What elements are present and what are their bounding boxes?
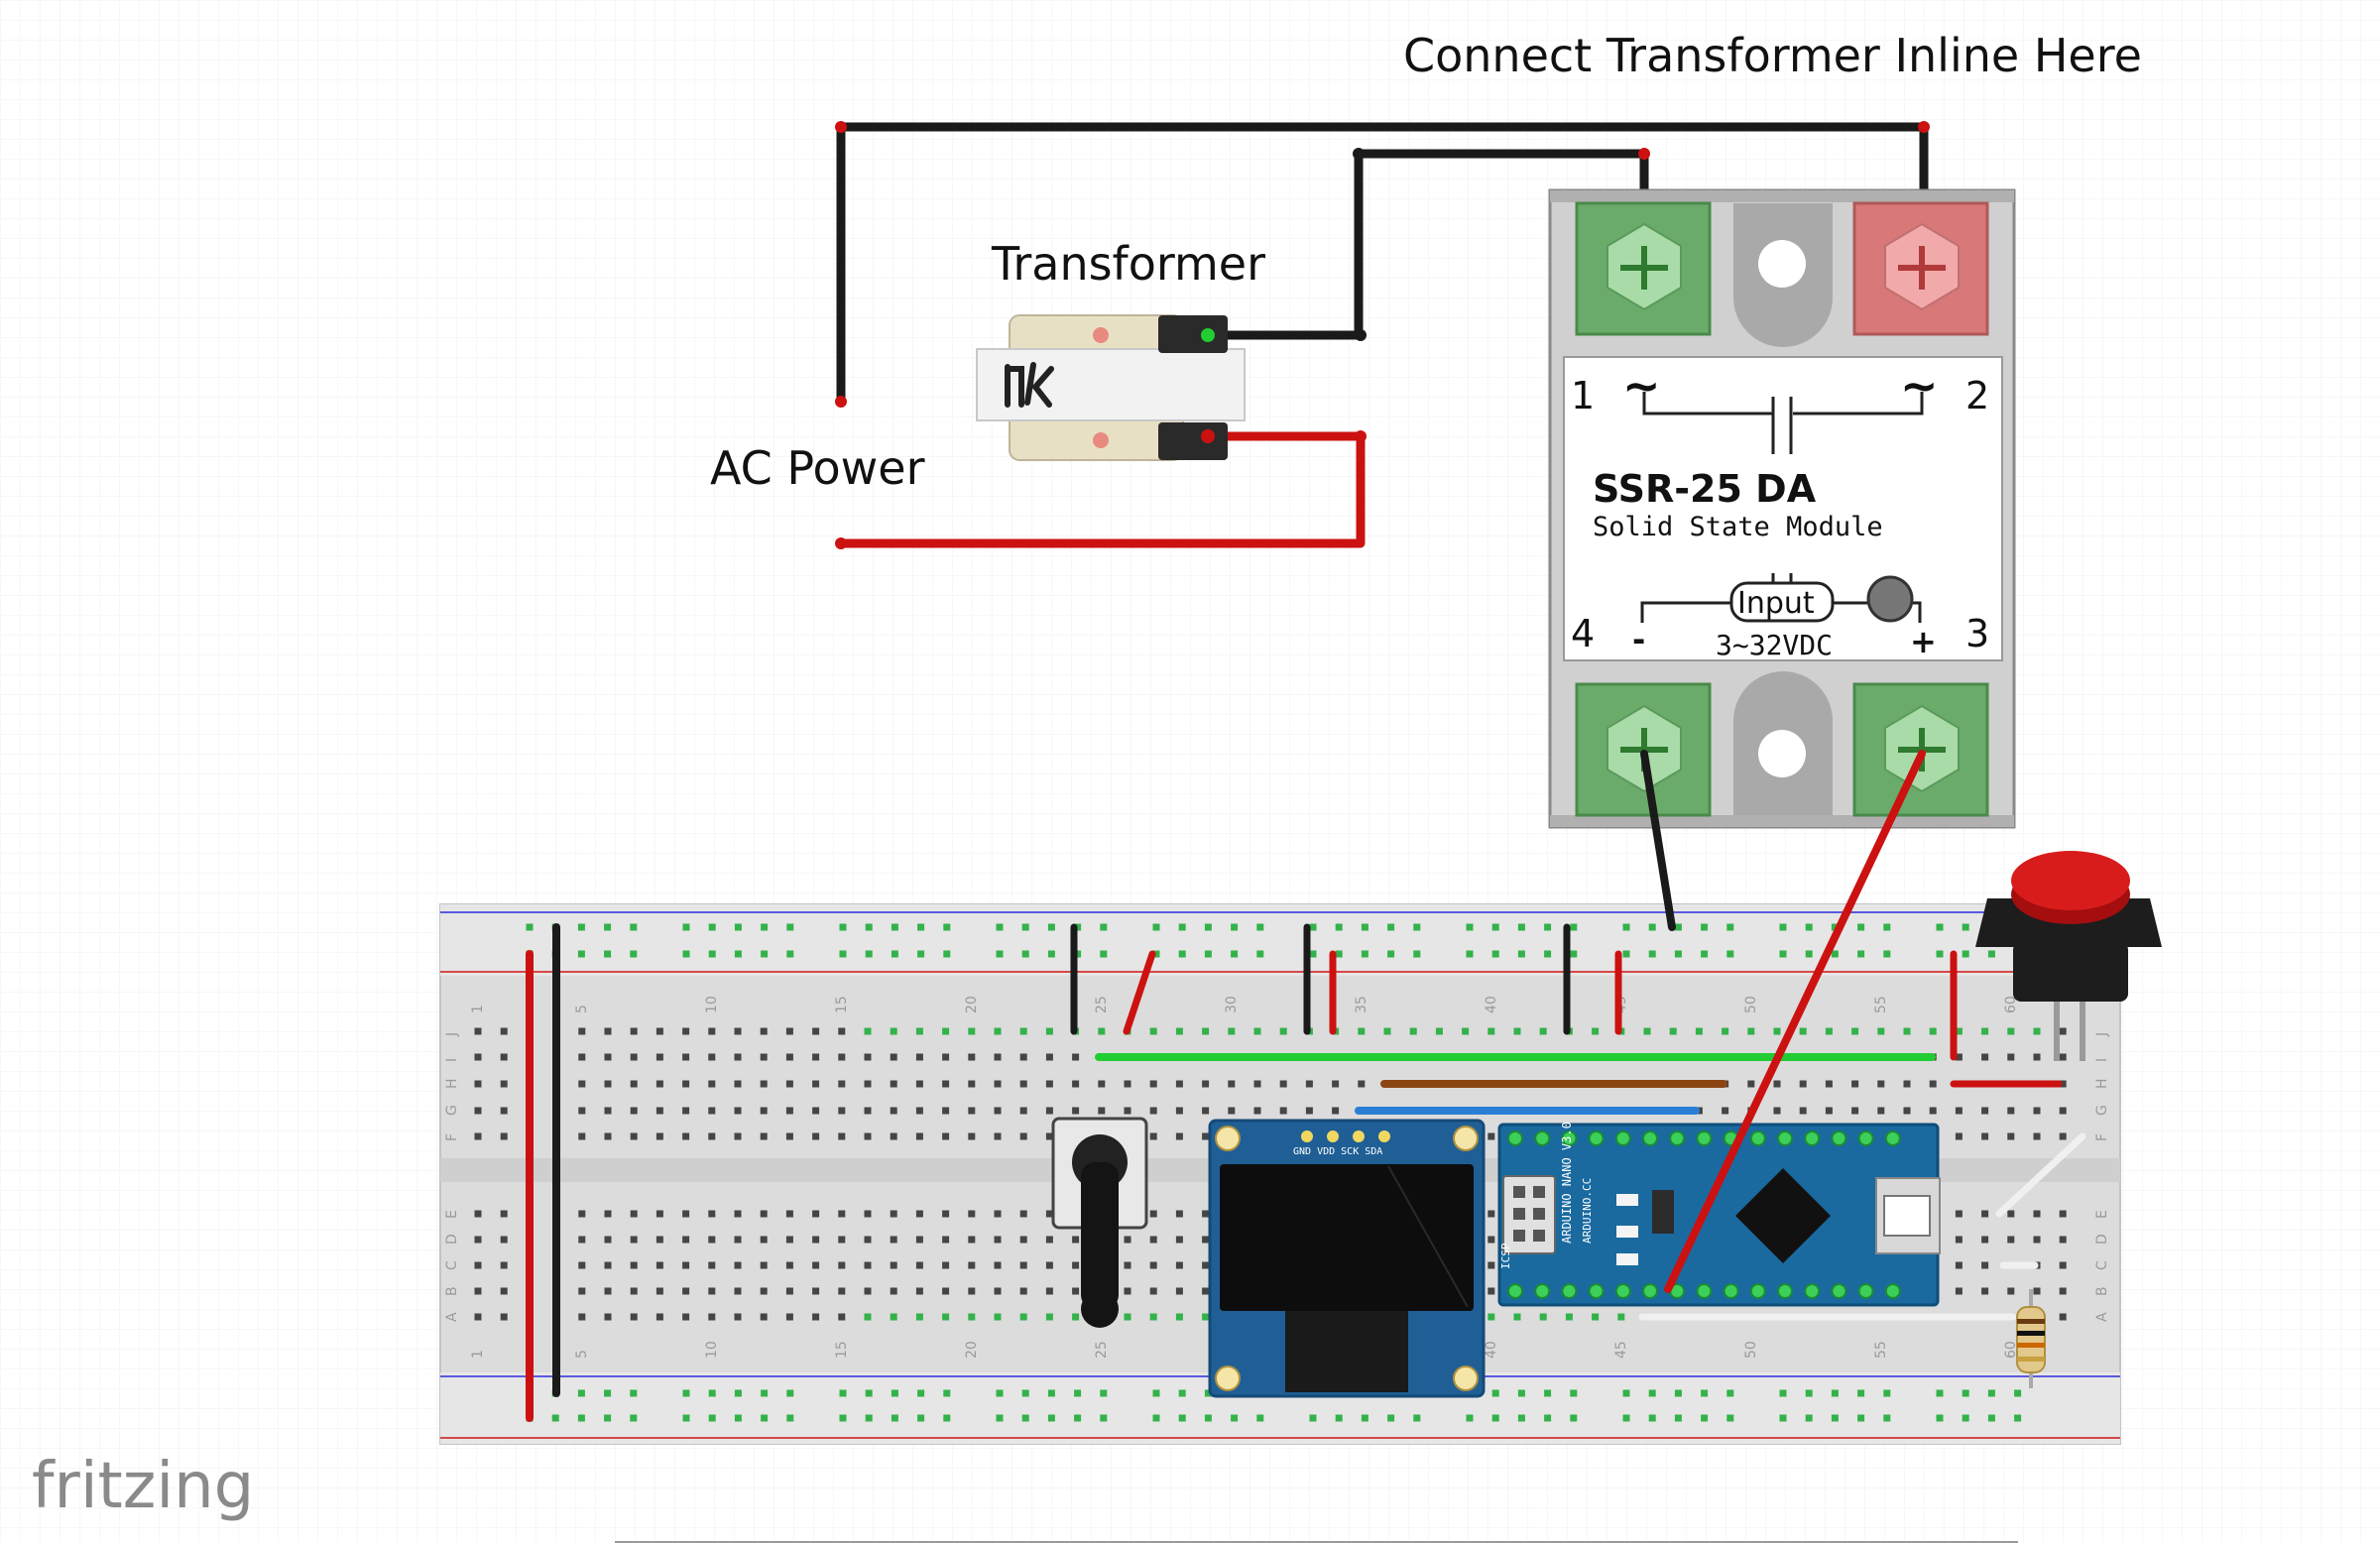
- column-number: 40: [1484, 1341, 1499, 1359]
- row-letter: F: [2094, 1133, 2110, 1141]
- oled-pin-labels: GND VDD SCK SDA: [1293, 1146, 1382, 1157]
- ssr-input-wires: [1640, 750, 1926, 1293]
- transformer-dot-icon: [1093, 432, 1109, 448]
- ssr-plus: +: [1910, 623, 1937, 660]
- fritzing-logo: fritzing: [32, 1450, 254, 1523]
- column-number: 40: [1484, 996, 1499, 1013]
- oled-display[interactable]: GND VDD SCK SDA: [1208, 1119, 1486, 1398]
- oled-hole-icon: [1215, 1365, 1241, 1391]
- ssr-plus-wire[interactable]: [1664, 750, 1926, 1293]
- oled-hole-icon: [1215, 1126, 1241, 1151]
- ssr-voltage: 3~32VDC: [1716, 629, 1833, 661]
- row-letter: E: [444, 1210, 460, 1219]
- nano-icsp: ICSP: [1499, 1243, 1512, 1269]
- row-letter: F: [444, 1133, 460, 1141]
- row-letter: G: [2094, 1105, 2110, 1116]
- column-number: 20: [964, 996, 980, 1013]
- row-letter: C: [2094, 1260, 2110, 1270]
- column-number: 25: [1094, 996, 1110, 1013]
- ssr-subtitle: Solid State Module: [1593, 512, 1883, 542]
- nano-brand: ARDUINO.CC: [1581, 1178, 1594, 1244]
- connect-transformer-label: Connect Transformer Inline Here: [1403, 29, 2142, 82]
- row-letter: H: [444, 1078, 460, 1089]
- resistor[interactable]: [2016, 1289, 2046, 1388]
- ssr-tilde-right: ~: [1900, 359, 1939, 413]
- row-letter: J: [2094, 1032, 2110, 1037]
- column-number: 55: [1873, 996, 1889, 1013]
- ssr-minus-wire[interactable]: [1640, 750, 1676, 931]
- transformer-label: Transformer: [991, 237, 1265, 291]
- oled-screen: [1220, 1164, 1474, 1311]
- breadboard-wires: [526, 923, 2086, 1422]
- potentiometer[interactable]: [1051, 1117, 1148, 1328]
- ssr-pin-4: 4: [1571, 612, 1595, 655]
- row-letter: I: [2094, 1058, 2110, 1062]
- column-number: 1: [470, 1350, 486, 1359]
- row-letter: E: [2094, 1210, 2110, 1219]
- transformer-red-wire[interactable]: [836, 431, 1366, 548]
- ssr-model: SSR-25 DA: [1593, 467, 1817, 511]
- row-letter: B: [444, 1286, 460, 1296]
- column-number: 1: [470, 1005, 486, 1013]
- row-letter: A: [444, 1312, 460, 1322]
- oled-hole-icon: [1453, 1365, 1479, 1391]
- row-letter: C: [444, 1260, 460, 1270]
- column-number: 20: [964, 1341, 980, 1359]
- transformer-component[interactable]: [976, 314, 1246, 461]
- row-letter: I: [444, 1058, 460, 1062]
- ssr-input-label: Input: [1737, 586, 1815, 621]
- ssr-minus: -: [1632, 621, 1645, 658]
- column-number: 55: [1873, 1341, 1889, 1359]
- ssr-pin-1: 1: [1571, 374, 1595, 417]
- nano-name: ARDUINO NANO V3.0: [1560, 1122, 1574, 1244]
- column-number: 45: [1613, 1341, 1629, 1359]
- mounting-hole-icon: [1758, 240, 1806, 288]
- oled-hole-icon: [1453, 1126, 1479, 1151]
- mcu-chip: [1735, 1168, 1831, 1263]
- transformer-dot-icon: [1093, 327, 1109, 343]
- column-number: 60: [2003, 996, 2019, 1013]
- ssr-tilde-left: ~: [1622, 359, 1661, 413]
- row-letter: G: [444, 1105, 460, 1116]
- ssr-pin-3: 3: [1965, 612, 1989, 655]
- row-letter: D: [2094, 1234, 2110, 1245]
- column-number: 30: [1224, 996, 1240, 1013]
- row-letter: B: [2094, 1286, 2110, 1296]
- contact-symbol-icon: [1642, 392, 1924, 454]
- column-number: 5: [574, 1005, 590, 1013]
- column-number: 50: [1743, 996, 1759, 1013]
- led-indicator-icon: [1866, 575, 1914, 623]
- row-letter: H: [2094, 1078, 2110, 1089]
- transformer-logo-icon: [1005, 362, 1054, 408]
- row-letter: J: [444, 1032, 460, 1037]
- column-number: 35: [1354, 996, 1369, 1013]
- arduino-nano[interactable]: ARDUINO NANO V3.0 ARDUINO.CC ICSP: [1497, 1122, 1941, 1307]
- pot-knob-icon: [1081, 1290, 1119, 1328]
- row-letter: A: [2094, 1312, 2110, 1322]
- column-number: 5: [574, 1350, 590, 1359]
- ssr-module[interactable]: 1 2 ~ ~ SSR-25 DA Solid State Module Inp…: [1548, 188, 2016, 829]
- push-button[interactable]: [1975, 851, 2162, 1061]
- mounting-hole-icon: [1758, 730, 1806, 777]
- row-letter: D: [444, 1234, 460, 1245]
- column-number: 60: [2003, 1341, 2019, 1359]
- column-number: 15: [834, 996, 850, 1013]
- pot-vcc-wire[interactable]: [1123, 950, 1156, 1035]
- ssr-pin-2: 2: [1965, 374, 1989, 417]
- white-jumper-1[interactable]: [1995, 1132, 2086, 1218]
- column-number: 10: [704, 996, 720, 1013]
- column-number: 15: [834, 1341, 850, 1359]
- column-number: 50: [1743, 1341, 1759, 1359]
- column-number: 10: [704, 1341, 720, 1359]
- ac-power-label: AC Power: [710, 441, 925, 495]
- column-number: 25: [1094, 1341, 1110, 1359]
